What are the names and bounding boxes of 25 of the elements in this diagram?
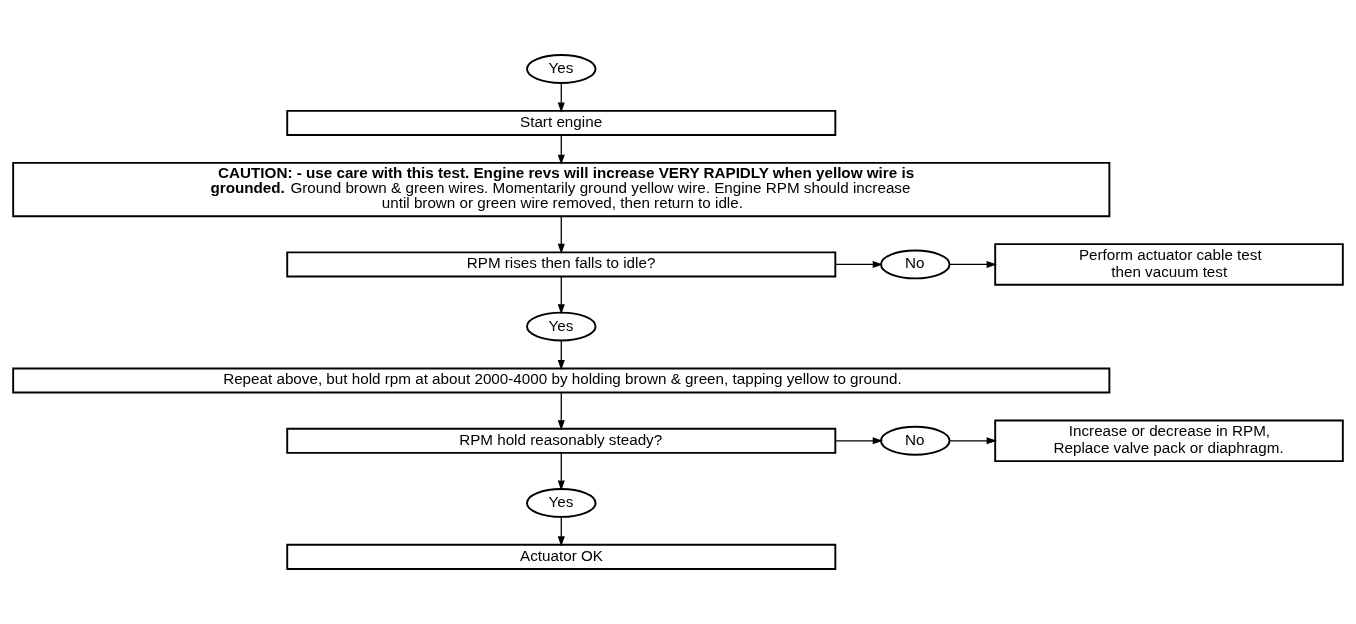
arrow [557, 215, 565, 254]
node-box: Repeat above, but hold rpm at about 2000-4000 by holding brown & green, tapping yellow to ground. [12, 367, 1111, 394]
node-box: RPM hold reasonably steady? [286, 427, 837, 454]
node-box: Start engine [286, 109, 837, 136]
arrow [557, 392, 565, 431]
node-ellipse: Yes [526, 311, 597, 342]
node-box: RPM rises then falls to idle? [286, 251, 837, 278]
node-box: Increase or decrease in RPM, Replace valve pack or diaphragm. [994, 419, 1344, 463]
arrow [834, 437, 883, 445]
arrow [557, 452, 565, 491]
arrow [834, 260, 883, 268]
arrow [949, 437, 997, 445]
arrow [557, 516, 565, 547]
node-ellipse: No [880, 249, 951, 280]
node-ellipse: Yes [526, 488, 597, 518]
arrow [949, 260, 997, 268]
arrow [557, 82, 565, 113]
node-ellipse: No [880, 425, 951, 456]
arrow [557, 340, 565, 371]
arrow [557, 134, 565, 165]
arrow [557, 276, 565, 315]
node-box: Actuator OK [286, 543, 837, 570]
node-ellipse: Yes [526, 54, 597, 84]
node-box: CAUTION: - use care with this test. Engine revs will increase VERY RAPIDLY when yellow wire is grounded. Ground brown & green wires. Momentarily ground yellow wire. Engine RPM should increase until brown or green wire removed, then return to idle. [12, 161, 1111, 218]
node-box: Perform actuator cable test then vacuum test [994, 243, 1344, 286]
